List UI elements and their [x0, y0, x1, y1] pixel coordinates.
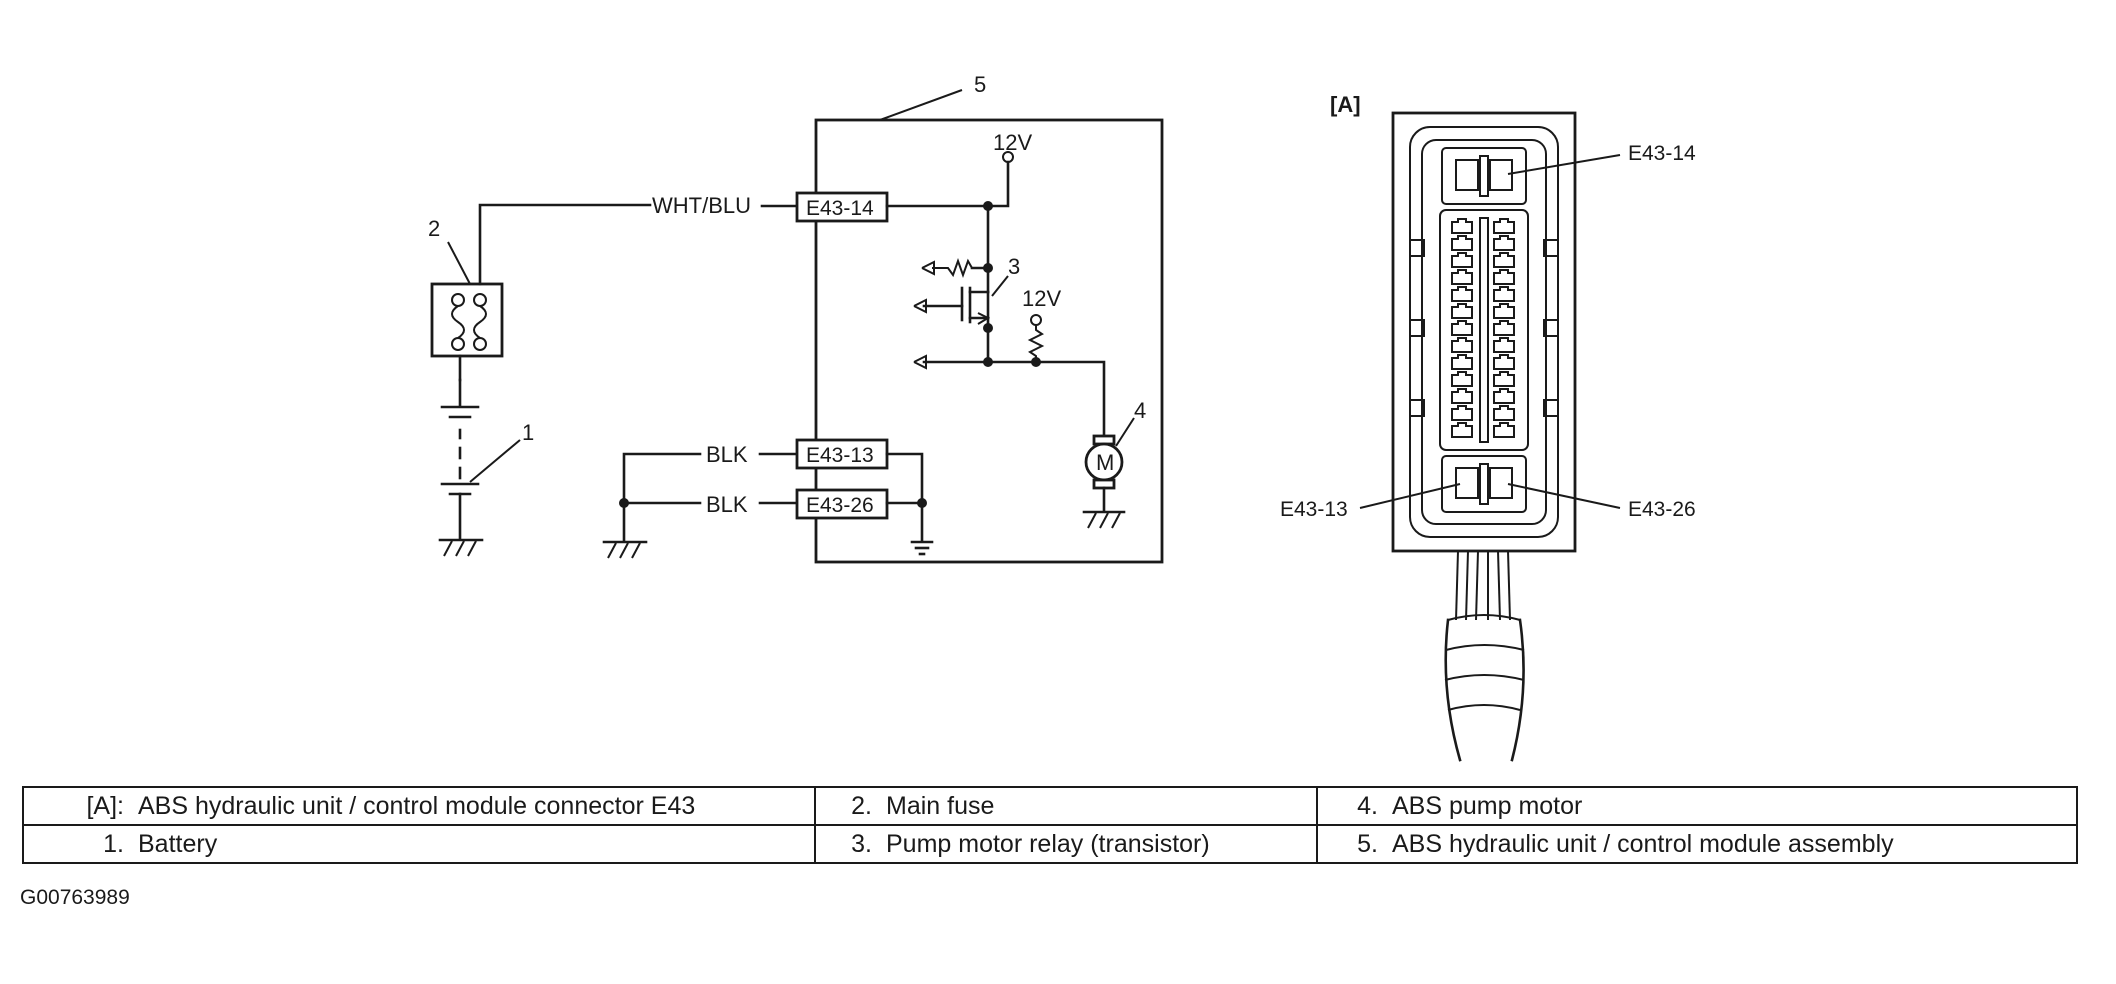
figure-id: G00763989 [20, 886, 130, 909]
legend-row: [A]:ABS hydraulic unit / control module … [22, 786, 2078, 826]
legend-cell-4: 4.ABS pump motor [1316, 786, 2078, 826]
connector-pin-array [1451, 218, 1515, 438]
fuse-output-wire [478, 203, 652, 286]
connector-pin [1493, 320, 1515, 336]
connector-pin [1493, 354, 1515, 370]
connector-pin [1493, 269, 1515, 285]
callout-4: 4 [1134, 398, 1146, 423]
wire-label-wht-blu: WHT/BLU [652, 193, 751, 218]
connector-pin [1493, 371, 1515, 387]
connector-e43-face [1391, 111, 1577, 553]
terminal-e43-13: E43-13 [795, 438, 889, 470]
legend-cell-2: 2.Main fuse [814, 786, 1318, 826]
supply-12v-top: 12V [993, 130, 1032, 155]
wire-label-blk-2: BLK [706, 492, 748, 517]
connector-callout-e43-13: E43-13 [1280, 498, 1348, 521]
callout-line-3 [991, 275, 1009, 297]
connector-pin [1451, 286, 1473, 302]
connector-pin [1451, 337, 1473, 353]
callout-line-5 [879, 89, 963, 121]
connector-pin [1451, 354, 1473, 370]
callout-1: 1 [522, 420, 534, 445]
callout-3: 3 [1008, 254, 1020, 279]
svg-text:E43-26: E43-26 [806, 494, 874, 517]
connector-pin [1493, 235, 1515, 251]
svg-text:E43-13: E43-13 [806, 444, 874, 467]
wire-label-blk-1: BLK [706, 442, 748, 467]
svg-text:M: M [1096, 450, 1114, 475]
wiring-diagram: 1 2 WHT/BLU 5 E43-14 E43-13 E43-26 12V [428, 72, 1696, 762]
legend-row: 1.Battery 3.Pump motor relay (transistor… [22, 824, 2078, 864]
e43-14-leader [1507, 154, 1621, 175]
legend-cell-1: 1.Battery [22, 824, 816, 864]
svg-text:E43-14: E43-14 [806, 197, 874, 220]
blk-wire-1 [622, 452, 702, 542]
connector-view-label: [A] [1330, 92, 1361, 117]
connector-pin [1451, 371, 1473, 387]
abs-pump-motor: M [1082, 434, 1126, 529]
e43-13-leader [1359, 483, 1461, 509]
connector-pin [1493, 303, 1515, 319]
connector-pin [1451, 405, 1473, 421]
connector-pin [1451, 235, 1473, 251]
legend-cell-a: [A]:ABS hydraulic unit / control module … [22, 786, 816, 826]
terminal-e43-26: E43-26 [795, 488, 889, 520]
main-fuse [430, 282, 504, 358]
callout-line-2 [447, 241, 471, 285]
callout-2: 2 [428, 216, 440, 241]
legend-cell-3: 3.Pump motor relay (transistor) [814, 824, 1318, 864]
callout-5: 5 [974, 72, 986, 97]
pump-motor-relay-transistor [913, 204, 993, 364]
external-ground-symbol [602, 540, 648, 559]
connector-callout-e43-14: E43-14 [1628, 142, 1696, 165]
e43-26-leader [1507, 483, 1621, 509]
connector-pin [1451, 388, 1473, 404]
terminal-e43-14: E43-14 [795, 191, 889, 223]
connector-callout-e43-26: E43-26 [1628, 498, 1696, 521]
supply-12v-pullup: 12V [1022, 286, 1061, 311]
connector-pin [1451, 303, 1473, 319]
battery [440, 378, 480, 540]
connector-pin [1451, 269, 1473, 285]
connector-pin [1493, 337, 1515, 353]
internal-ground-symbol [910, 540, 934, 556]
callout-line-4 [1115, 417, 1135, 447]
connector-pin [1451, 422, 1473, 438]
legend-cell-5: 5.ABS hydraulic unit / control module as… [1316, 824, 2078, 864]
connector-pin [1493, 286, 1515, 302]
callout-line-1 [469, 439, 521, 483]
connector-pin [1493, 388, 1515, 404]
connector-pin [1493, 252, 1515, 268]
connector-pin [1451, 252, 1473, 268]
connector-pin [1451, 320, 1473, 336]
battery-ground-symbol [438, 538, 484, 557]
connector-pin [1493, 405, 1515, 421]
legend-table: [A]:ABS hydraulic unit / control module … [22, 786, 2078, 864]
connector-pin [1493, 422, 1515, 438]
connector-pin [1451, 218, 1473, 234]
wire-harness [1444, 550, 1525, 762]
connector-pin [1493, 218, 1515, 234]
